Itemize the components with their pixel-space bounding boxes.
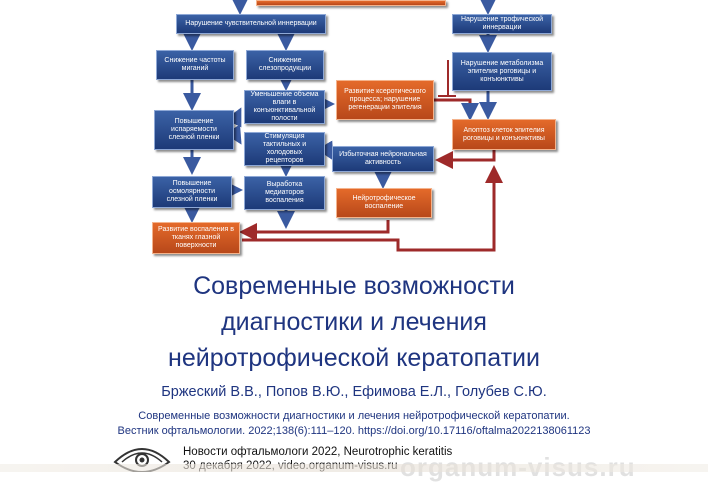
flow-node-trophic-innervation: Нарушение трофической иннервации bbox=[452, 14, 552, 34]
bottom-strip bbox=[0, 464, 708, 472]
flow-arrows bbox=[183, 0, 503, 252]
flow-node-neuronal-activity: Избыточная нейрональная активность bbox=[332, 146, 434, 172]
flow-node-tear-production: Снижение слезопродукции bbox=[246, 50, 324, 80]
title-line: диагностики и лечения bbox=[221, 308, 487, 336]
title-line: нейротрофической кератопатии bbox=[168, 344, 540, 372]
flow-node-surface-inflammation: Развитие воспаления в тканях глазной пов… bbox=[152, 222, 240, 254]
flow-node-osmolarity: Повышение осмолярности слезной пленки bbox=[152, 176, 232, 208]
flow-node-top bbox=[256, 0, 446, 6]
citation-doi-line: Вестник офтальмологии. 2022;138(6):111–1… bbox=[117, 425, 591, 437]
flow-node-evaporation: Повышение испаряемости слезной пленки bbox=[154, 110, 234, 150]
citation-line: Современные возможности диагностики и ле… bbox=[138, 410, 570, 422]
flow-node-receptor-stimulation: Стимуляция тактильных и холодовых рецепт… bbox=[244, 132, 325, 166]
flow-node-mediators: Выработка медиаторов воспаления bbox=[244, 176, 325, 210]
flow-node-moisture-volume: Уменьшение объема влаги в конъюнктивальн… bbox=[244, 90, 325, 124]
flow-node-epithelium-metabolism: Нарушение метаболизма эпителия роговицы … bbox=[452, 52, 552, 91]
page-title: Современные возможности диагностики и ле… bbox=[0, 268, 708, 376]
flow-node-apoptosis: Апоптоз клеток эпителия роговицы и конъю… bbox=[452, 119, 556, 150]
flow-node-xerotic-process: Развитие ксеротического процесса; наруше… bbox=[336, 80, 434, 120]
flow-node-blink-rate: Снижение частоты миганий bbox=[156, 50, 234, 80]
authors: Бржеский В.В., Попов В.Ю., Ефимова Е.Л.,… bbox=[161, 384, 547, 400]
news-line: Новости офтальмологи 2022, Neurotrophic … bbox=[183, 446, 453, 458]
title-line: Современные возможности bbox=[193, 272, 515, 300]
flow-node-neurotrophic-inflammation: Нейротрофическое воспаление bbox=[336, 188, 432, 218]
flow-node-sensory-innervation: Нарушение чувствительной иннервации bbox=[176, 14, 326, 34]
